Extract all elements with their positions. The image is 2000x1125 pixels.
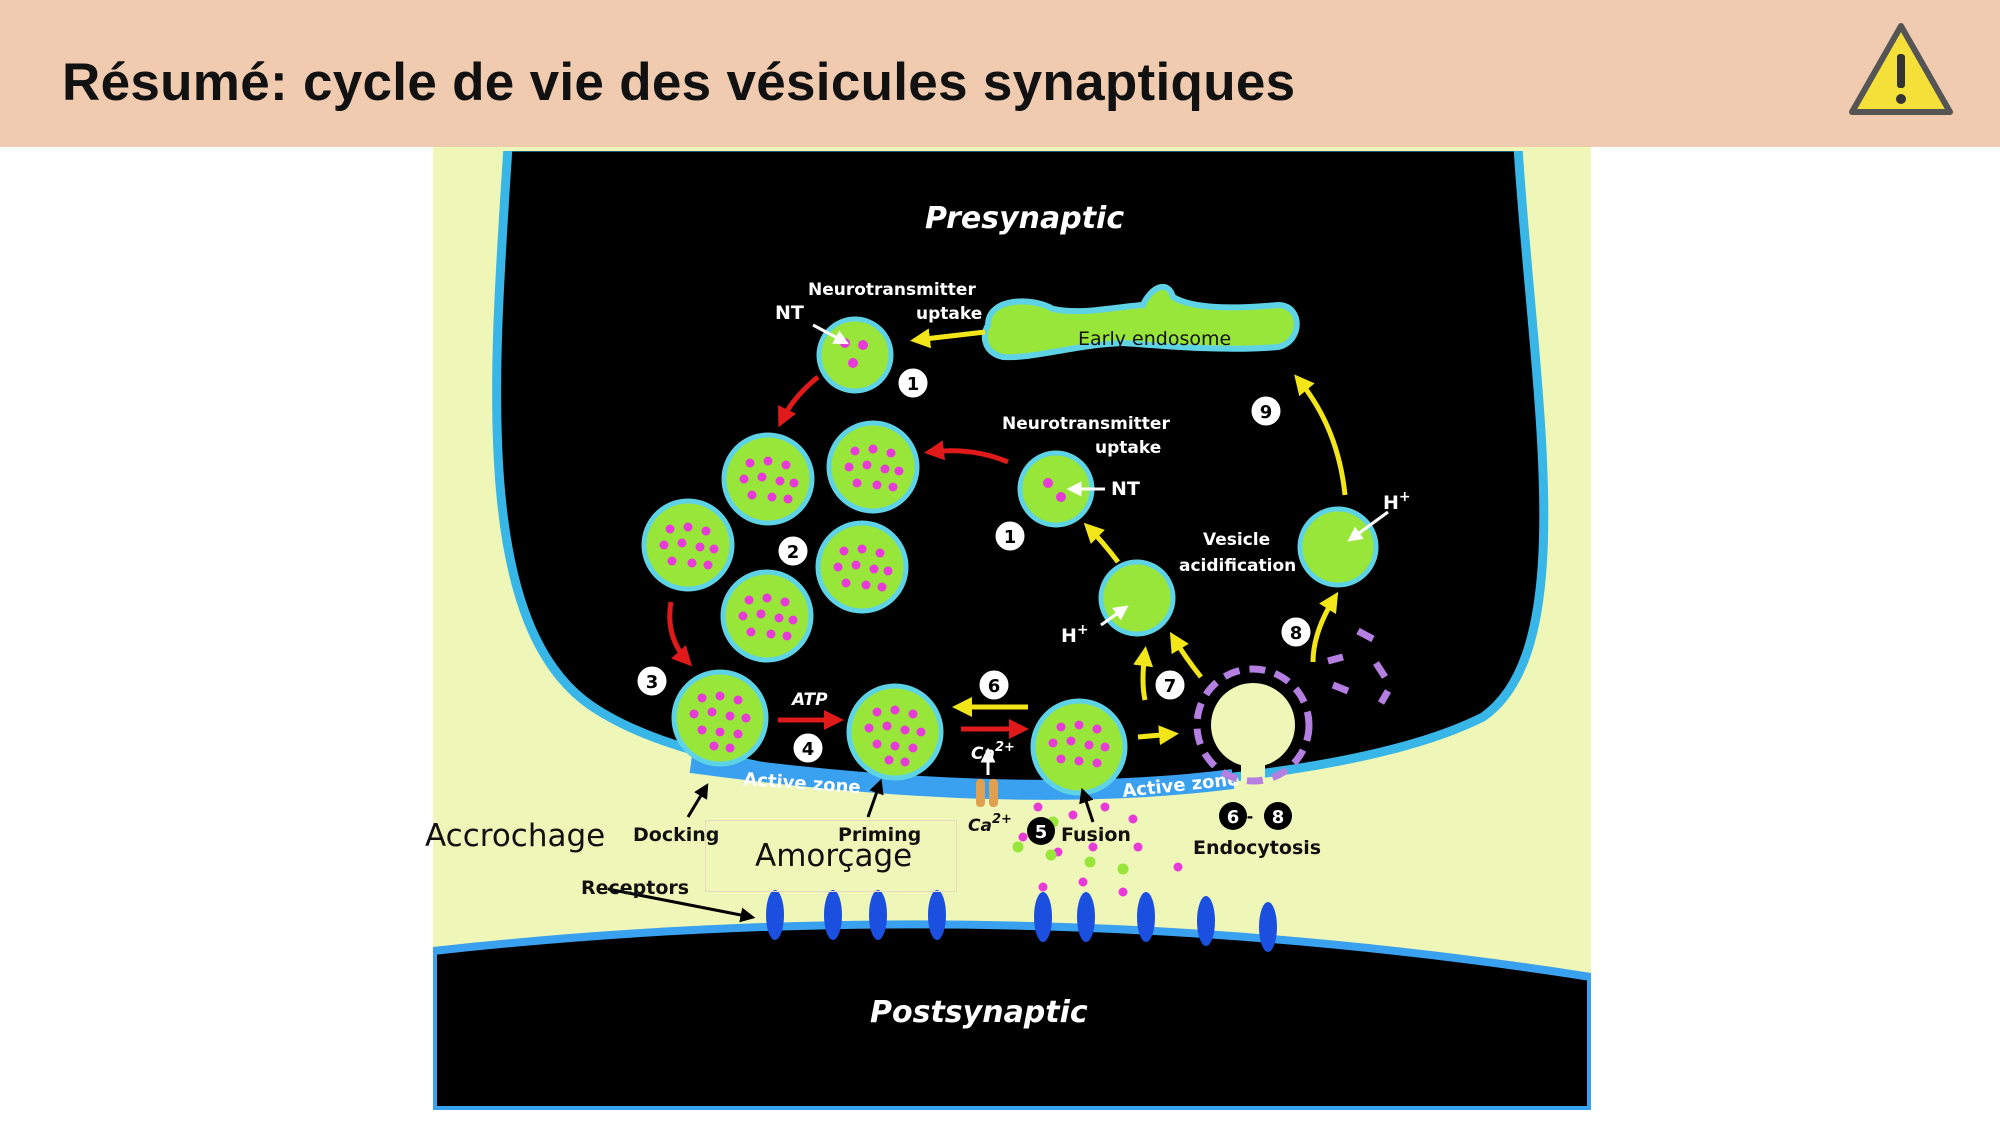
calcium-channel	[976, 779, 998, 807]
arrow-acid-to-uptake	[1083, 522, 1120, 564]
vesicle-fusing	[1030, 698, 1128, 796]
amorcage-label: Amorçage	[755, 838, 913, 874]
step-badge-9: 9	[1248, 393, 1284, 429]
receptors	[766, 890, 1277, 952]
step-badge-3: 3	[634, 663, 670, 699]
nt-label-top: NT	[775, 302, 804, 324]
step-badge-4: 4	[790, 730, 826, 766]
svg-text:7: 7	[1164, 676, 1177, 697]
postsynaptic-membrane	[433, 920, 1591, 1110]
svg-text:3: 3	[646, 672, 659, 693]
vesicle-primed	[846, 683, 944, 781]
slide-title: Résumé: cycle de vie des vésicules synap…	[62, 53, 1296, 112]
vesicle-pool-1	[721, 432, 815, 526]
warning-triangle-icon	[1849, 23, 1953, 115]
amorcage-annotation-box	[705, 820, 957, 892]
svg-text:1: 1	[1004, 527, 1017, 548]
step-badge-6: 6	[976, 667, 1012, 703]
postsynaptic-label: Postsynaptic	[870, 995, 1088, 1030]
ca-top: Ca2+	[971, 740, 1015, 764]
svg-text:5: 5	[1035, 822, 1048, 843]
svg-text:6: 6	[1227, 807, 1240, 828]
arrow-7-diag	[1169, 631, 1203, 679]
svg-text:8: 8	[1290, 623, 1303, 644]
step-badge-endo-8: 8	[1264, 802, 1292, 830]
vesicle-pool-5	[720, 569, 814, 663]
vesicle-uptake-top	[816, 316, 894, 394]
vesicle-docked	[671, 669, 769, 767]
nt-uptake-top-2: uptake	[916, 304, 982, 324]
svg-text:8: 8	[1272, 807, 1285, 828]
fusion-label: Fusion	[1061, 824, 1131, 846]
step-badge-endo-6: 6	[1219, 802, 1247, 830]
released-neurotransmitter	[1012, 802, 1183, 897]
endocytosis-label: Endocytosis	[1193, 837, 1321, 859]
nt-uptake-mid-1: Neurotransmitter	[1002, 414, 1170, 434]
step-badge-2: 2	[775, 533, 811, 569]
endocytic-vesicle	[1193, 627, 1392, 785]
step-badge-1b: 1	[992, 518, 1028, 554]
vesicle-acid-2: acidification	[1179, 556, 1296, 576]
svg-text:-: -	[1247, 807, 1254, 826]
receptors-label: Receptors	[581, 877, 689, 899]
vesicle-pool-3	[641, 498, 735, 592]
vesicle-acid-1: Vesicle	[1203, 530, 1270, 550]
nt-uptake-top-1: Neurotransmitter	[808, 280, 976, 300]
neurotransmitter-dots	[659, 338, 1110, 768]
h-plus-left: H+	[1061, 622, 1089, 647]
early-endosome	[981, 283, 1300, 361]
nt-uptake-mid-2: uptake	[1095, 438, 1161, 458]
ca-bottom: Ca2+	[968, 812, 1012, 836]
vesicle-acid-right	[1297, 506, 1379, 588]
vesicle-pool-4	[815, 520, 909, 614]
priming-label: Priming	[838, 824, 921, 846]
svg-text:9: 9	[1260, 402, 1273, 423]
vesicle-pool-2	[826, 420, 920, 514]
step-badge-7: 7	[1152, 667, 1188, 703]
arrow-mid-to-pool	[924, 440, 1009, 465]
docking-label: Docking	[633, 824, 719, 846]
arrow-7-up	[1133, 646, 1154, 701]
presynaptic-label: Presynaptic	[925, 201, 1124, 236]
nt-label-mid: NT	[1111, 478, 1140, 500]
arrow-9-up	[1294, 374, 1348, 496]
svg-text:4: 4	[802, 739, 815, 760]
arrow-fusion-to-endocytosis	[1137, 725, 1179, 746]
step-badge-1a: 1	[895, 365, 931, 401]
svg-text:6: 6	[988, 676, 1001, 697]
h-plus-right: H+	[1383, 489, 1411, 514]
early-endosome-label: Early endosome	[1078, 328, 1231, 350]
arrow-pool-to-dock	[667, 601, 693, 667]
arrow-endosome-to-vesicle	[910, 328, 986, 349]
arrow-8-up	[1310, 591, 1339, 663]
atp-label: ATP	[790, 690, 828, 710]
active-zone	[689, 753, 1235, 800]
title-bar	[0, 0, 2000, 147]
step-badge-8: 8	[1278, 614, 1314, 650]
accrochage-label: Accrochage	[425, 818, 606, 854]
arrow-uptake-to-pool	[778, 375, 820, 428]
synaptic-vesicle-cycle-diagram: Active zone Active zone Presynaptic Post…	[433, 147, 1591, 1110]
vesicle-acid-left	[1098, 559, 1176, 637]
svg-text:2: 2	[787, 542, 800, 563]
step-badge-5: 5	[1027, 817, 1055, 845]
svg-text:1: 1	[907, 374, 920, 395]
